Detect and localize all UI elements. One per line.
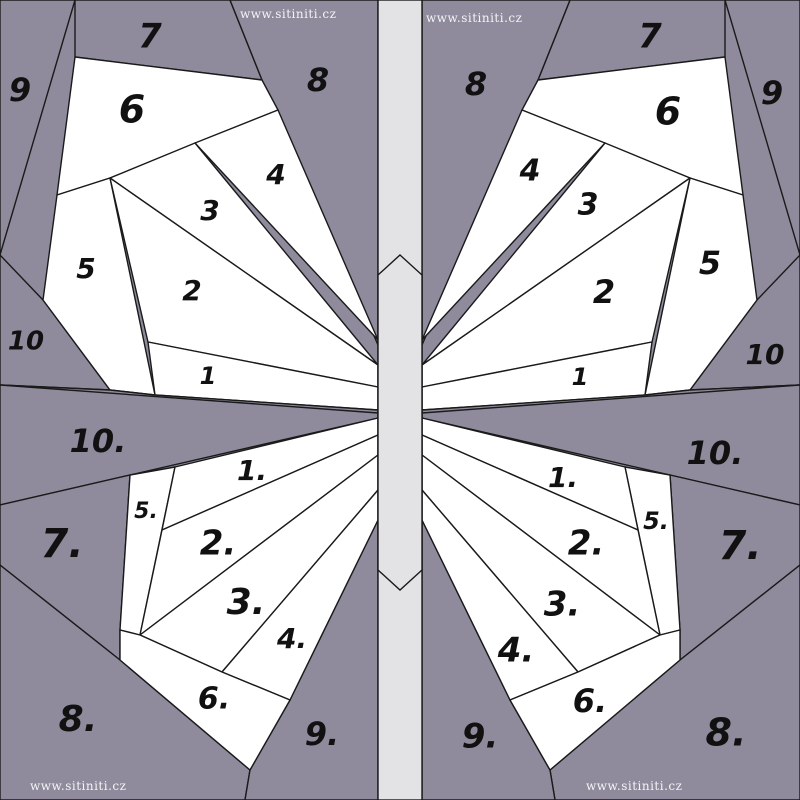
ul-label-4: 4: [265, 158, 285, 191]
ur-label-10: 10: [746, 338, 785, 371]
ul-label-7: 7: [138, 17, 162, 57]
butterfly-body: [377, 0, 423, 800]
ul-label-1: 1: [200, 362, 217, 390]
ur-label-9: 9: [761, 74, 783, 112]
ur-piece-4: [421, 109, 606, 341]
ur-label-2: 2: [593, 273, 615, 311]
ul-label-6: 6: [119, 88, 145, 132]
butterfly-body-shape: [377, 254, 423, 591]
ur-label-4: 4: [519, 154, 541, 189]
ll-label-8: 8.: [59, 699, 98, 740]
ur-label-7: 7: [638, 17, 662, 57]
ll-label-1: 1.: [237, 454, 267, 487]
ll-label-7: 7.: [40, 521, 83, 567]
ll-label-4: 4.: [276, 622, 307, 655]
ul-label-5: 5: [76, 252, 95, 285]
ul-label-3: 3: [200, 194, 219, 227]
watermark-top-left: www.sitiniti.cz: [240, 7, 336, 21]
ur-label-1: 1: [572, 363, 589, 391]
ur-piece-9: [724, 0, 800, 256]
lr-piece-6: [509, 629, 681, 771]
lower-left-wing: [0, 384, 379, 800]
ll-label-5: 5.: [134, 499, 158, 524]
lr-label-4: 4.: [497, 631, 535, 671]
ll-piece-10: [0, 384, 379, 506]
lr-label-2: 2.: [568, 524, 605, 564]
ul-label-9: 9: [9, 71, 31, 109]
ul-piece-4: [194, 109, 379, 341]
ul-label-8: 8: [307, 61, 329, 99]
lr-label-10: 10.: [687, 434, 744, 472]
ll-piece-6: [119, 629, 291, 771]
ur-label-3: 3: [578, 188, 599, 223]
lr-label-1: 1.: [548, 461, 578, 494]
lr-piece-10: [421, 384, 800, 506]
lr-label-6: 6.: [573, 682, 607, 720]
ur-label-8: 8: [465, 65, 487, 103]
watermark-bottom-right: www.sitiniti.cz: [586, 779, 682, 793]
ur-label-5: 5: [699, 244, 721, 282]
ll-label-2: 2.: [200, 524, 237, 564]
lr-label-9: 9.: [462, 717, 499, 757]
ll-label-3: 3.: [227, 582, 266, 623]
ul-label-2: 2: [182, 274, 201, 307]
ul-label-10: 10: [8, 327, 44, 357]
lower-right-wing: [421, 384, 800, 800]
lr-label-7: 7.: [718, 523, 761, 569]
lr-label-3: 3.: [544, 585, 581, 625]
ll-label-6: 6.: [198, 682, 230, 717]
watermark-bottom-left: www.sitiniti.cz: [30, 779, 126, 793]
ur-label-6: 6: [655, 90, 681, 134]
lr-label-8: 8.: [706, 711, 747, 755]
watermark-top-right: www.sitiniti.cz: [426, 11, 522, 25]
upper-right-wing: [421, 0, 800, 414]
ll-label-9: 9.: [305, 715, 339, 753]
ll-label-10: 10.: [70, 422, 127, 460]
lr-label-5: 5.: [643, 507, 669, 535]
ul-piece-9: [0, 0, 76, 256]
